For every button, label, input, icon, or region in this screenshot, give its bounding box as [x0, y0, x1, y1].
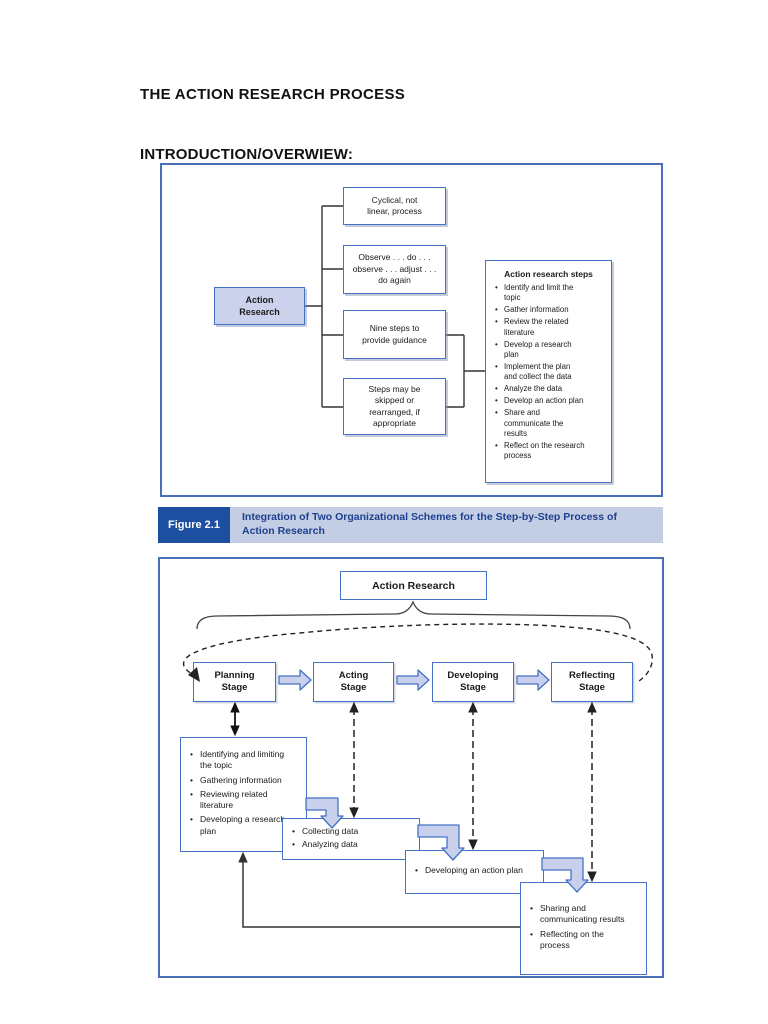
developing-details-list: Developing an action plan	[414, 865, 535, 879]
acting-link-arrow	[349, 701, 359, 819]
figure-caption-text: Integration of Two Organizational Scheme…	[242, 511, 617, 538]
planning-details-list: Identifying and limiting the topicGather…	[189, 749, 298, 840]
bullet-item: Reflect on the research process	[494, 441, 585, 461]
figure1-diagram: Action Research Cyclical, not linear, pr…	[160, 163, 663, 497]
bullet-item: Reviewing related literature	[189, 789, 286, 811]
bullet-item: Analyze the data	[494, 384, 585, 394]
acting-details-list: Collecting dataAnalyzing data	[291, 826, 411, 852]
figure-caption: Figure 2.1 Integration of Two Organizati…	[158, 507, 663, 543]
figure1-branch-nine-steps: Nine steps to provide guidance	[343, 310, 446, 359]
stage-arrow-3-icon	[516, 669, 550, 691]
reflecting-details-box: Sharing and communicating resultsReflect…	[520, 882, 647, 975]
stage-arrow-1-icon	[278, 669, 312, 691]
bullet-item: Develop a research plan	[494, 340, 585, 360]
reflecting-link-arrow	[587, 701, 597, 883]
brace-shape	[196, 600, 631, 630]
figure1-steps-box: Action research steps Identify and limit…	[485, 260, 612, 483]
figure-caption-label: Figure 2.1	[158, 507, 230, 543]
stage-arrow-2-icon	[396, 669, 430, 691]
bullet-item: Collecting data	[291, 826, 411, 837]
developing-link-arrow	[468, 701, 478, 851]
steps-box-title: Action research steps	[504, 269, 593, 279]
bullet-item: Sharing and communicating results	[529, 903, 628, 925]
bullet-item: Gather information	[494, 305, 585, 315]
section-heading: INTRODUCTION/OVERWIEW:	[140, 146, 354, 163]
bullet-item: Develop an action plan	[494, 396, 585, 406]
bullet-item: Developing an action plan	[414, 865, 535, 876]
acting-stage-box: Acting Stage	[313, 662, 394, 702]
reflecting-stage-box: Reflecting Stage	[551, 662, 633, 702]
developing-stage-box: Developing Stage	[432, 662, 514, 702]
bullet-item: Reflecting on the process	[529, 929, 628, 951]
figure1-branch-cyclical: Cyclical, not linear, process	[343, 187, 446, 225]
page-title: THE ACTION RESEARCH PROCESS	[140, 86, 406, 103]
planning-link-arrow	[230, 701, 240, 737]
bullet-item: Implement the plan and collect the data	[494, 362, 585, 382]
bullet-item: Analyzing data	[291, 839, 411, 850]
figure1-branch-skipped: Steps may be skipped or rearranged, if a…	[343, 378, 446, 435]
steps-list: Identify and limit the topicGather infor…	[494, 283, 603, 461]
bullet-item: Identify and limit the topic	[494, 283, 585, 303]
figure2-title-box: Action Research	[340, 571, 487, 600]
figure1-branch-observe: Observe . . . do . . . observe . . . adj…	[343, 245, 446, 294]
bullet-item: Share and communicate the results	[494, 408, 585, 438]
reflecting-details-list: Sharing and communicating resultsReflect…	[529, 903, 638, 954]
planning-stage-box: Planning Stage	[193, 662, 276, 702]
bullet-item: Gathering information	[189, 775, 286, 786]
figure2-diagram: Action Research Planning Stage Acting St…	[158, 557, 664, 978]
bullet-item: Developing a research plan	[189, 814, 286, 836]
figure1-root-box: Action Research	[214, 287, 305, 325]
acting-details-box: Collecting dataAnalyzing data	[282, 818, 420, 860]
bullet-item: Identifying and limiting the topic	[189, 749, 286, 771]
bullet-item: Review the related literature	[494, 317, 585, 337]
